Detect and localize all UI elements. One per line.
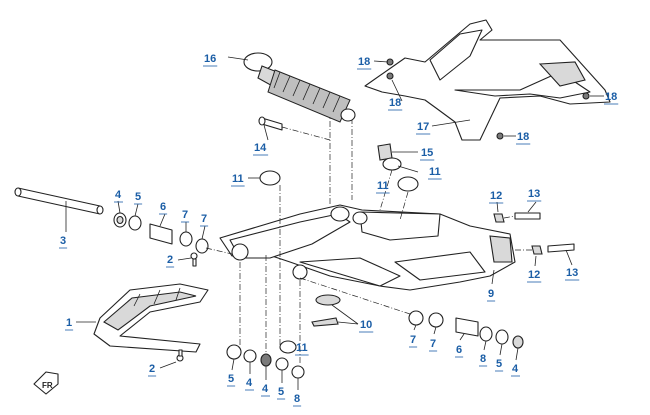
callout-15: 15 bbox=[421, 147, 433, 159]
callout-9: 9 bbox=[488, 288, 494, 300]
pivot-shaft bbox=[14, 187, 104, 215]
callout-7: 7 bbox=[201, 213, 207, 225]
callout-2: 2 bbox=[149, 363, 155, 375]
callout-12: 12 bbox=[528, 269, 540, 281]
callout-7: 7 bbox=[182, 209, 188, 221]
callout-10: 10 bbox=[360, 319, 372, 331]
callout-6: 6 bbox=[160, 201, 166, 213]
callout-18: 18 bbox=[605, 91, 617, 103]
callout-5: 5 bbox=[228, 373, 234, 385]
callout-5: 5 bbox=[135, 191, 141, 203]
callout-8: 8 bbox=[480, 353, 486, 365]
chain-guard bbox=[364, 19, 611, 141]
swingarm bbox=[219, 204, 516, 291]
callout-18: 18 bbox=[517, 131, 529, 143]
callout-labels: 16 18 18 18 18 17 14 15 11 11 11 11 4 5 … bbox=[59, 53, 619, 407]
shock-bolt bbox=[258, 116, 331, 141]
callout-4: 4 bbox=[512, 363, 519, 375]
callout-4: 4 bbox=[246, 377, 253, 389]
callout-7: 7 bbox=[430, 338, 436, 350]
callout-8: 8 bbox=[294, 393, 300, 405]
callout-7: 7 bbox=[410, 334, 416, 346]
callout-11: 11 bbox=[377, 180, 389, 192]
right-pivot-stack bbox=[408, 310, 524, 349]
callout-4: 4 bbox=[115, 189, 122, 201]
callout-11: 11 bbox=[296, 342, 308, 354]
callout-16: 16 bbox=[204, 53, 216, 65]
callout-4: 4 bbox=[262, 383, 269, 395]
callout-3: 3 bbox=[60, 235, 66, 247]
callout-5: 5 bbox=[496, 358, 502, 370]
upper-bushings bbox=[259, 143, 419, 192]
callout-11: 11 bbox=[429, 166, 441, 178]
leader-lines bbox=[65, 56, 604, 390]
callout-5: 5 bbox=[278, 386, 284, 398]
callout-18: 18 bbox=[389, 97, 401, 109]
rubber-pads bbox=[311, 294, 341, 327]
callout-13: 13 bbox=[528, 188, 540, 200]
callout-14: 14 bbox=[254, 142, 267, 154]
callout-11: 11 bbox=[232, 173, 244, 185]
assembly-lines bbox=[205, 169, 532, 365]
left-pivot-stack bbox=[113, 212, 209, 254]
lower-pivot-stack bbox=[226, 340, 305, 379]
callout-1: 1 bbox=[66, 317, 72, 329]
rear-shock-absorber bbox=[243, 52, 356, 205]
callout-17: 17 bbox=[417, 121, 429, 133]
front-arrow-label: FR bbox=[42, 381, 53, 390]
callout-2: 2 bbox=[167, 254, 173, 266]
chain-adjusters bbox=[493, 212, 575, 255]
callout-12: 12 bbox=[490, 190, 502, 202]
callout-6: 6 bbox=[456, 344, 462, 356]
slider-bolts bbox=[176, 252, 198, 362]
front-arrow-icon: FR bbox=[33, 371, 59, 395]
callout-13: 13 bbox=[566, 267, 578, 279]
callout-18: 18 bbox=[358, 56, 370, 68]
chain-slider bbox=[93, 283, 209, 353]
